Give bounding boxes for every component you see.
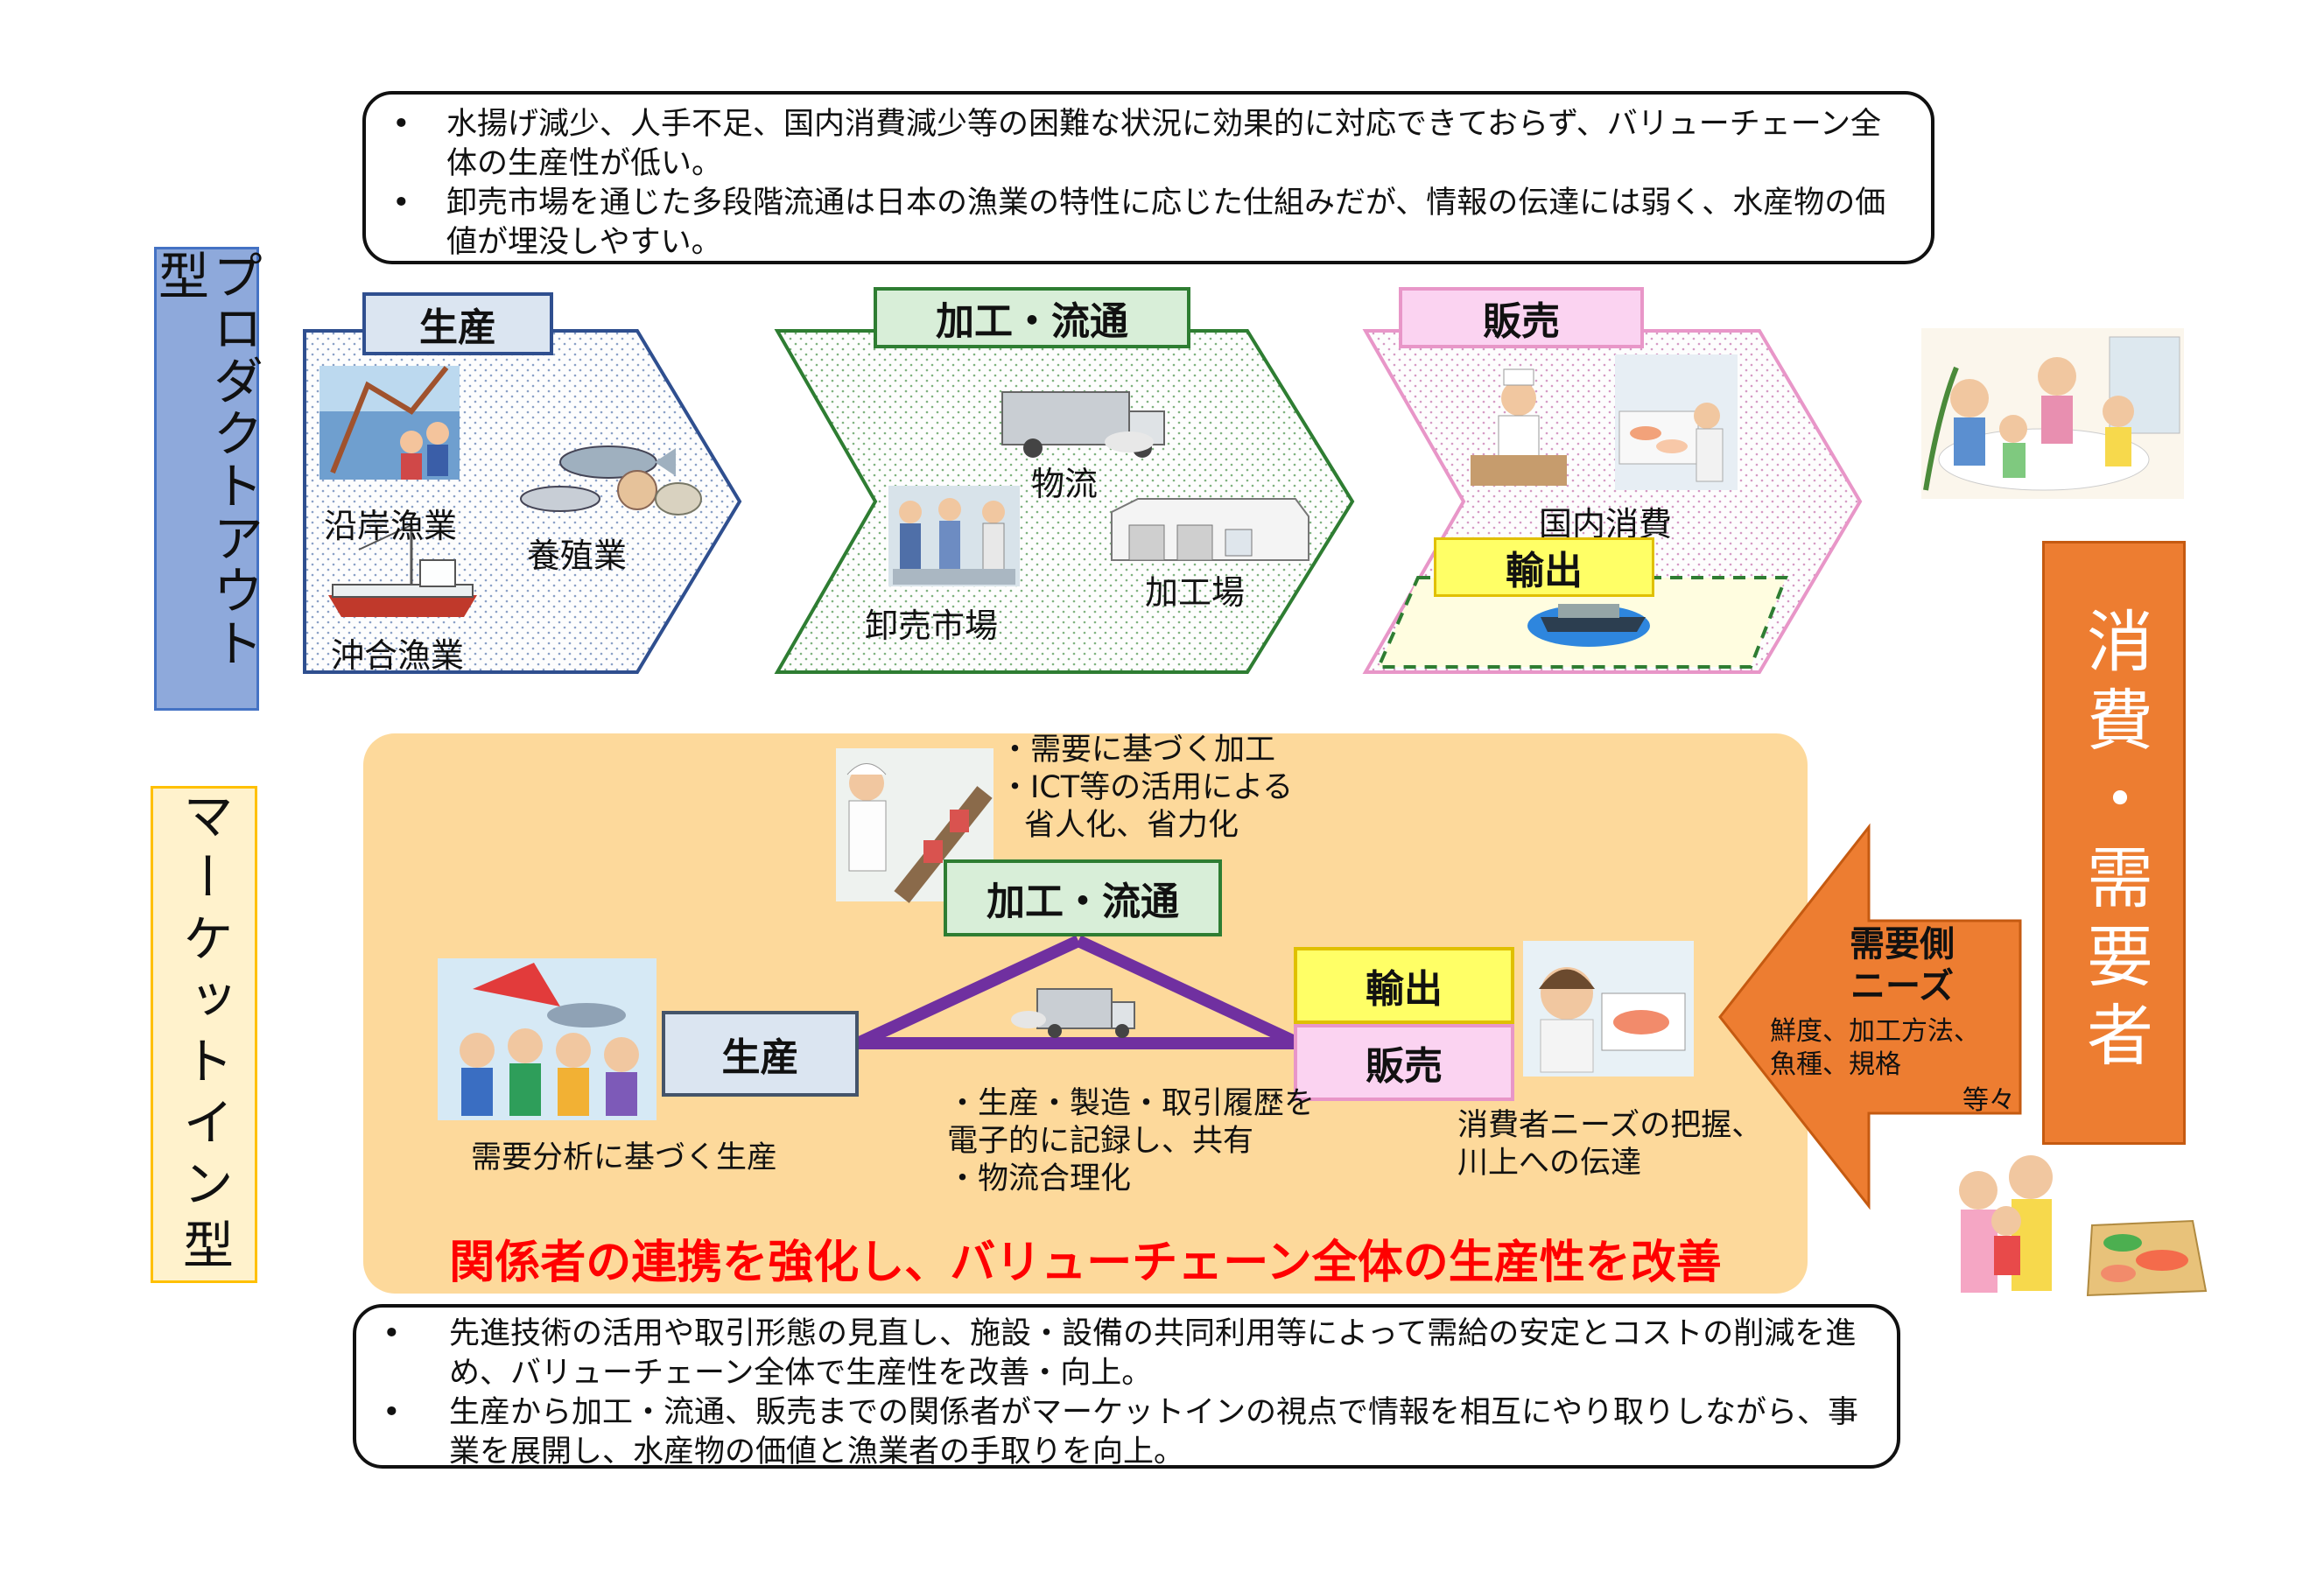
demand-arrow	[1718, 823, 2022, 1210]
center-note-2: 電子的に記録し、共有	[947, 1124, 1254, 1159]
market-in-headline: 関係者の連携を強化し、バリューチェーン全体の生産性を改善	[449, 1237, 1722, 1289]
market-sales-tag: 販売	[1294, 1024, 1514, 1101]
processing-note-3: 省人化、省力化	[1024, 808, 1239, 843]
bottom-note-1: 先進技術の活用や取引形態の見直し、施設・設備の共同利用等によって需給の安定とコス…	[356, 1315, 1862, 1393]
coastal-fishing-illustration	[319, 366, 460, 480]
center-note-3: ・物流合理化	[947, 1161, 1132, 1196]
sales-tag: 販売	[1399, 287, 1644, 348]
consumer-illustration	[1523, 941, 1694, 1077]
export-ship-illustration	[1527, 604, 1650, 647]
demand-detail-1: 鮮度、加工方法、	[1770, 1016, 1980, 1047]
aquaculture-label: 養殖業	[527, 537, 628, 575]
consumer-text: 消費・需要者	[2075, 607, 2153, 1079]
market-in-label: マーケットイン型	[151, 786, 257, 1283]
offshore-fishing-label: 沖合漁業	[331, 636, 465, 675]
family-dining-illustration	[1921, 328, 2184, 499]
processing-note-2: ・ICT等の活用による	[1000, 770, 1294, 805]
product-out-text: プロダクトアウト型	[150, 249, 263, 670]
export-tag: 輸出	[1434, 537, 1654, 597]
product-out-label: プロダクトアウト型	[150, 247, 263, 711]
production-tag: 生産	[362, 292, 553, 355]
chef-illustration	[1471, 368, 1567, 486]
top-note-1: 水揚げ減少、人手不足、国内消費減少等の困難な状況に効果的に対応できておらず、バリ…	[366, 105, 1896, 184]
supermarket-illustration	[1615, 354, 1738, 490]
domestic-consumption-label: 国内消費	[1539, 505, 1673, 544]
fishermen-illustration	[438, 958, 656, 1120]
market-production-tag: 生産	[662, 1011, 859, 1097]
wholesale-market-label: 卸売市場	[865, 607, 999, 645]
processing-plant-label: 加工場	[1145, 573, 1246, 612]
processing-tag: 加工・流通	[874, 287, 1190, 348]
market-in-text: マーケットイン型	[174, 789, 234, 1280]
seafood-plate-illustration	[2086, 1219, 2208, 1297]
production-caption: 需要分析に基づく生産	[471, 1140, 778, 1175]
market-processing-tag: 加工・流通	[944, 859, 1222, 936]
sales-note-2: 川上への伝達	[1457, 1146, 1642, 1181]
bottom-notes-box: 先進技術の活用や取引形態の見直し、施設・設備の共同利用等によって需給の安定とコス…	[353, 1304, 1900, 1469]
aquaculture-illustration	[520, 445, 702, 515]
demand-etc: 等々	[1962, 1085, 2015, 1116]
logistics-truck-illustration	[1011, 988, 1135, 1038]
wholesale-market-illustration	[888, 486, 1020, 586]
offshore-ship-illustration	[328, 524, 477, 617]
top-note-2: 卸売市場を通じた多段階流通は日本の漁業の特性に応じた仕組みだが、情報の伝達には弱…	[366, 184, 1896, 263]
market-export-tag: 輸出	[1294, 947, 1514, 1024]
processing-plant-illustration	[1111, 498, 1309, 561]
top-notes-box: 水揚げ減少、人手不足、国内消費減少等の困難な状況に効果的に対応できておらず、バリ…	[362, 91, 1934, 264]
truck-illustration	[1001, 391, 1165, 458]
logistics-label: 物流	[1031, 465, 1099, 503]
center-note-1: ・生産・製造・取引履歴を	[947, 1086, 1316, 1121]
consumer-box: 消費・需要者	[2042, 541, 2186, 1145]
processing-note-1: ・需要に基づく加工	[1000, 733, 1276, 768]
bottom-note-2: 生産から加工・流通、販売までの関係者がマーケットインの視点で情報を相互にやり取り…	[356, 1393, 1862, 1472]
family-illustration	[1959, 1155, 2053, 1293]
demand-title: 需要側ニーズ	[1850, 924, 1955, 1006]
coastal-fishing-label: 沿岸漁業	[324, 507, 458, 545]
processing-chevron	[774, 329, 1355, 674]
sales-note-1: 消費者ニーズの把握、	[1457, 1108, 1763, 1143]
demand-detail-2: 魚種、規格	[1770, 1049, 1901, 1080]
